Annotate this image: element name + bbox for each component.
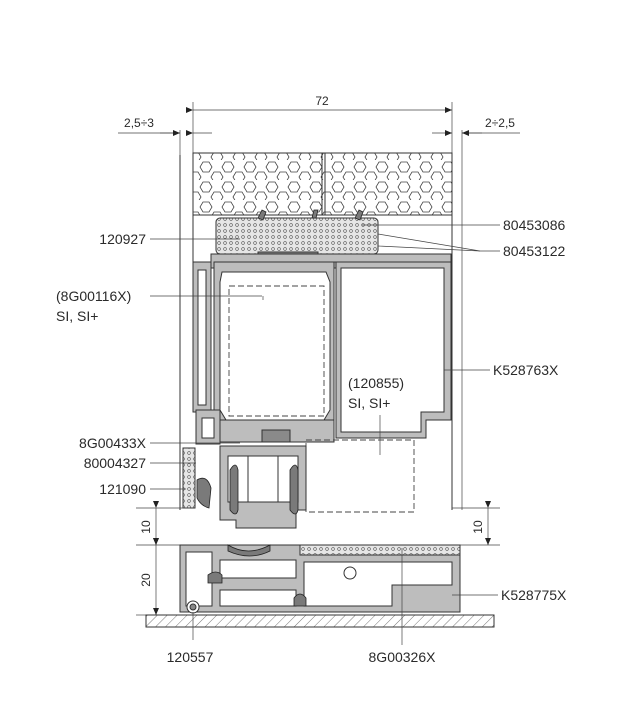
callout-120855-sub: SI, SI+ — [348, 395, 390, 411]
floor-hatch — [145, 614, 495, 628]
dimension-20-left-label: 20 — [139, 573, 153, 587]
callout-121090: 121090 — [99, 481, 146, 497]
leader-lines — [150, 224, 500, 645]
dimension-10-left-label: 10 — [139, 520, 153, 534]
dimension-right-height: 10 — [452, 501, 500, 546]
dimension-10-right-label: 10 — [471, 520, 485, 534]
callout-k528763x: K528763X — [493, 362, 559, 378]
sash-bottom — [195, 409, 335, 445]
frame-head-profile — [210, 253, 452, 439]
callout-120927: 120927 — [99, 231, 146, 247]
callout-120557: 120557 — [167, 649, 214, 665]
callout-8g00326x: 8G00326X — [369, 649, 437, 665]
dimension-72-label: 72 — [315, 94, 329, 108]
outer-frame-left — [192, 261, 212, 413]
callout-80453086: 80453086 — [503, 217, 566, 233]
callout-120855: (120855) — [348, 375, 404, 391]
callout-8g00116x-sub: SI, SI+ — [56, 308, 98, 324]
dimension-right-gap: 2÷2,5 — [432, 116, 520, 510]
bottom-sash-member — [219, 445, 307, 529]
sash-profile — [213, 261, 335, 431]
top-gasket-block — [215, 209, 379, 259]
hardware-zone — [305, 439, 415, 513]
dimension-left-gap-label: 2,5÷3 — [124, 116, 154, 130]
brush-seal — [182, 447, 212, 509]
callout-8g00116x: (8G00116X) — [56, 288, 131, 304]
dimension-right-gap-label: 2÷2,5 — [485, 116, 515, 130]
callout-80453122: 80453122 — [503, 243, 566, 259]
callout-8g00433x: 8G00433X — [79, 435, 147, 451]
callout-k528775x: K528775X — [501, 587, 567, 603]
insulation-panel — [192, 152, 453, 216]
threshold-profile — [179, 544, 461, 614]
callout-80004327: 80004327 — [84, 455, 147, 471]
